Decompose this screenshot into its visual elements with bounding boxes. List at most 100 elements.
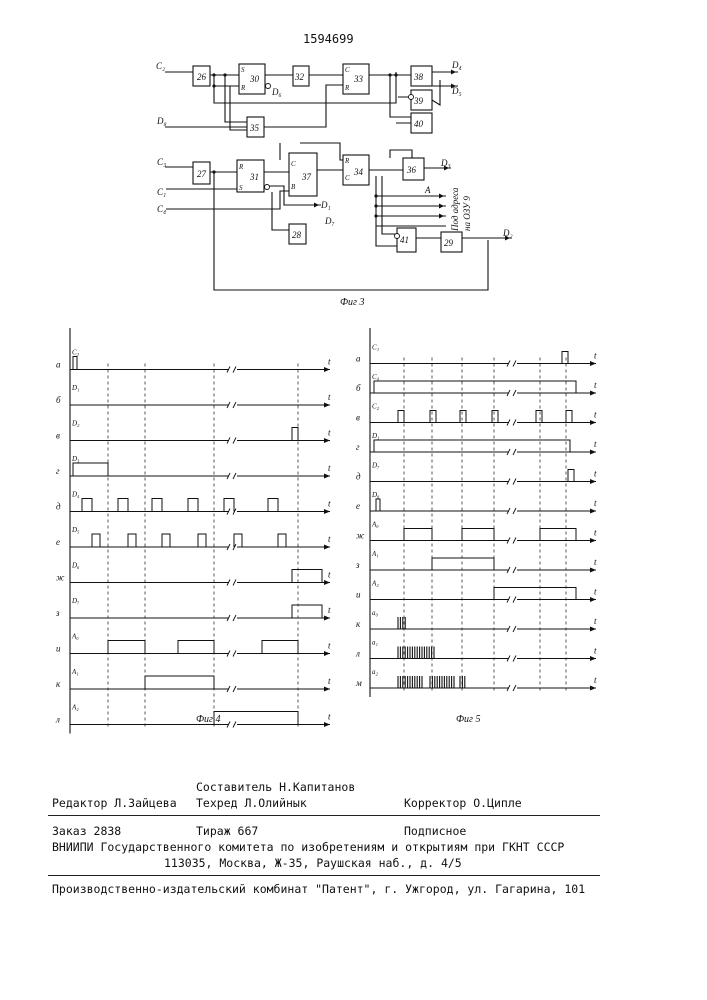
pulse	[82, 499, 278, 512]
pulse	[562, 352, 568, 364]
svg-text:27: 27	[197, 169, 207, 179]
axis-arrow	[324, 509, 330, 514]
pulse	[73, 357, 77, 370]
output-d3: D₃	[440, 158, 451, 168]
pulse	[376, 499, 380, 511]
footer-composer: Составитель Н.Капитанов	[196, 780, 355, 794]
signal-label: a₂	[372, 668, 379, 676]
signal-label: C₂	[372, 403, 380, 411]
svg-text:41: 41	[400, 235, 409, 245]
row-letter: е	[356, 501, 360, 511]
axis-arrow	[324, 687, 330, 692]
axis-arrow	[324, 580, 330, 585]
time-label: t	[328, 428, 331, 438]
pulse	[292, 570, 322, 583]
output-d6: D₆	[271, 87, 282, 97]
footer-printer: Производственно-издательский комбинат "П…	[52, 882, 585, 896]
axis-arrow	[590, 538, 596, 543]
time-label: t	[594, 410, 597, 420]
row-letter: а	[56, 360, 61, 370]
footer-address: 113035, Москва, Ж-35, Раушская наб., д. …	[164, 856, 462, 870]
svg-text:32: 32	[294, 72, 305, 82]
axis-arrow	[324, 403, 330, 408]
row-letter: и	[56, 644, 61, 654]
time-label: t	[594, 439, 597, 449]
time-label: t	[594, 675, 597, 685]
svg-text:39: 39	[413, 96, 424, 106]
axis-arrow	[590, 568, 596, 573]
time-label: t	[594, 587, 597, 597]
pulse	[404, 529, 576, 541]
axis-arrow	[590, 450, 596, 455]
time-label: t	[328, 534, 331, 544]
svg-text:B: B	[291, 183, 296, 191]
signal-label: a₁	[372, 639, 378, 647]
axis-arrow	[590, 627, 596, 632]
pulse	[292, 605, 322, 618]
row-letter: г	[356, 442, 360, 452]
input-d8: D₈	[156, 116, 167, 126]
svg-text:S: S	[239, 184, 243, 192]
svg-text:40: 40	[414, 119, 424, 129]
svg-text:C: C	[345, 174, 350, 182]
axis-arrow	[590, 686, 596, 691]
row-letter: л	[55, 715, 60, 725]
row-letter: и	[356, 590, 361, 600]
signal-label: D₂	[71, 420, 80, 428]
time-label: t	[328, 499, 331, 509]
row-letter: д	[356, 472, 361, 482]
svg-text:37: 37	[301, 172, 312, 182]
time-label: t	[594, 557, 597, 567]
pulse	[374, 381, 576, 393]
row-letter: з	[355, 560, 360, 570]
time-label: t	[328, 712, 331, 722]
time-label: t	[328, 570, 331, 580]
output-d5: D₅	[451, 86, 462, 96]
axis-arrow	[324, 545, 330, 550]
signal-label: D₈	[371, 491, 380, 499]
output-d7: D₇	[324, 216, 335, 226]
input-c4: C₄	[157, 204, 166, 214]
input-c1: C₁	[157, 187, 166, 197]
time-label: t	[594, 646, 597, 656]
pulse	[92, 534, 286, 547]
pulse	[145, 676, 214, 689]
signal-label: D₄	[71, 491, 80, 499]
axis-arrow	[324, 474, 330, 479]
row-letter: л	[355, 649, 360, 659]
pulse	[432, 558, 494, 570]
signal-label: D₁	[71, 384, 80, 392]
axis-arrow	[590, 391, 596, 396]
signal-label: D₆	[71, 562, 80, 570]
bus-label-2: на ОЗУ 9	[462, 196, 472, 231]
pulse	[108, 641, 298, 654]
svg-text:R: R	[344, 157, 350, 165]
time-label: t	[594, 616, 597, 626]
row-letter: к	[356, 619, 361, 629]
footer-editor: Редактор Л.Зайцева	[52, 796, 177, 810]
svg-text:R: R	[344, 84, 350, 92]
footer-org: ВНИИПИ Государственного комитета по изоб…	[52, 840, 564, 854]
row-letter: б	[356, 383, 361, 393]
signal-label: C₃	[72, 349, 80, 357]
axis-arrow	[324, 367, 330, 372]
fig3-caption: Фиг 3	[340, 297, 364, 308]
svg-text:R: R	[240, 84, 246, 92]
row-letter: д	[56, 502, 61, 512]
svg-text:33: 33	[353, 74, 364, 84]
input-c3: C₃	[157, 157, 166, 167]
signal-label: a₀	[372, 609, 379, 617]
pulse	[73, 463, 108, 476]
row-letter: е	[56, 537, 60, 547]
time-label: t	[594, 351, 597, 361]
signal-label: C₁	[372, 344, 379, 352]
axis-arrow	[590, 597, 596, 602]
footer-corrector: Корректор О.Ципле	[404, 796, 522, 810]
row-letter: б	[56, 395, 61, 405]
time-label: t	[328, 605, 331, 615]
output-a: A	[424, 185, 431, 195]
footer-rule-2	[48, 875, 600, 876]
bus-label-1: Под адреса	[450, 187, 460, 232]
signal-label: A₀	[71, 633, 79, 641]
svg-text:30: 30	[249, 74, 260, 84]
